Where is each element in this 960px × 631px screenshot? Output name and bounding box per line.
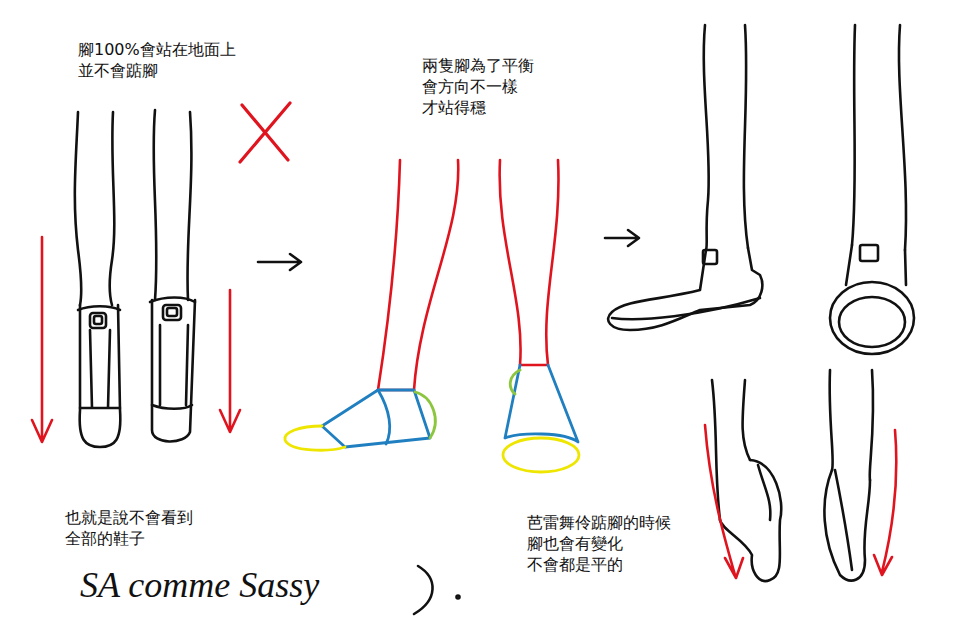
down-arrows	[32, 103, 290, 442]
next-arrow	[605, 230, 639, 246]
shoes	[608, 25, 914, 354]
foot-construction	[285, 160, 579, 472]
signature: SA comme Sassy	[80, 566, 319, 606]
note-text: 腳100%會站在地面上 並不會踮腳	[78, 40, 268, 82]
standing-boots	[75, 110, 195, 447]
ballet-feet	[705, 370, 896, 581]
note-text: 芭雷舞伶踮腳的時候 腳也會有變化 不會都是平的	[527, 513, 697, 575]
next-arrow	[258, 254, 301, 270]
note-text: 兩隻腳為了平衡 會方向不一樣 才站得穩	[422, 56, 552, 118]
signature-flourish	[414, 566, 460, 614]
note-text: 也就是說不會看到 全部的鞋子	[65, 508, 215, 550]
